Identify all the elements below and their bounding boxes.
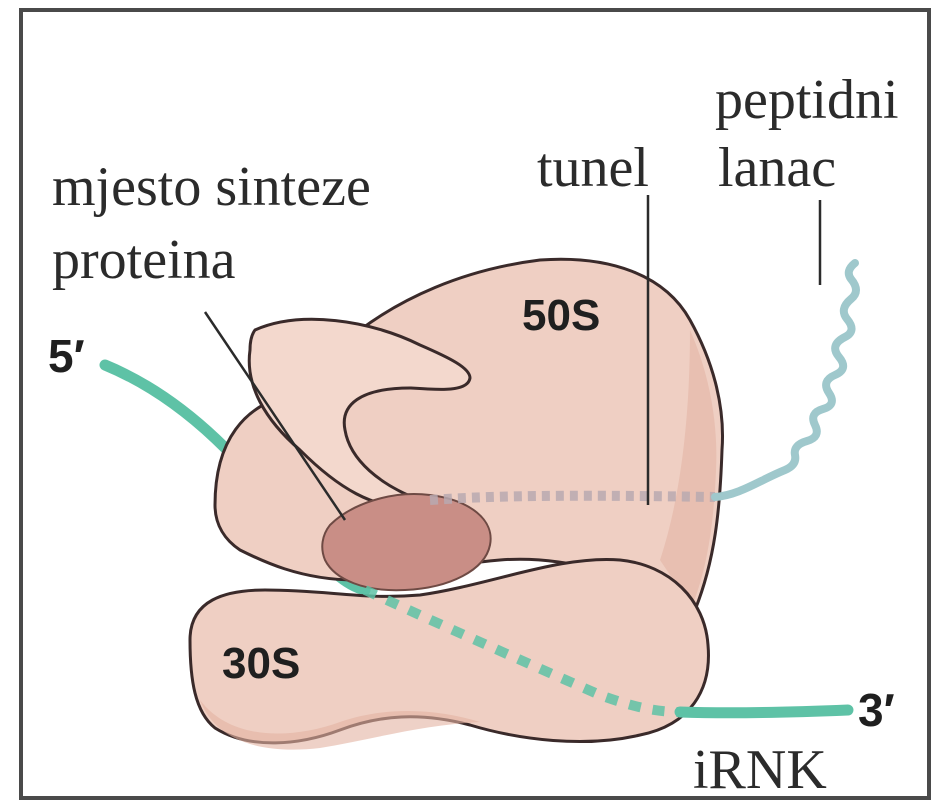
peptide-chain-label-2: lanac [718,137,836,199]
exit-tunnel [430,496,715,500]
tunnel-label: tunel [537,137,649,199]
three-prime-label: 3′ [858,684,895,736]
mrna-strand-exit [680,710,848,713]
large-subunit-label: 50S [522,291,600,340]
synthesis-site-label-2: proteina [52,229,236,291]
synthesis-site-label-1: mjesto sinteze [52,156,371,218]
five-prime-label: 5′ [48,330,85,382]
small-subunit-label: 30S [222,639,300,688]
peptide-chain-label-1: peptidni [715,69,899,131]
mrna-label: iRNK [693,739,827,801]
